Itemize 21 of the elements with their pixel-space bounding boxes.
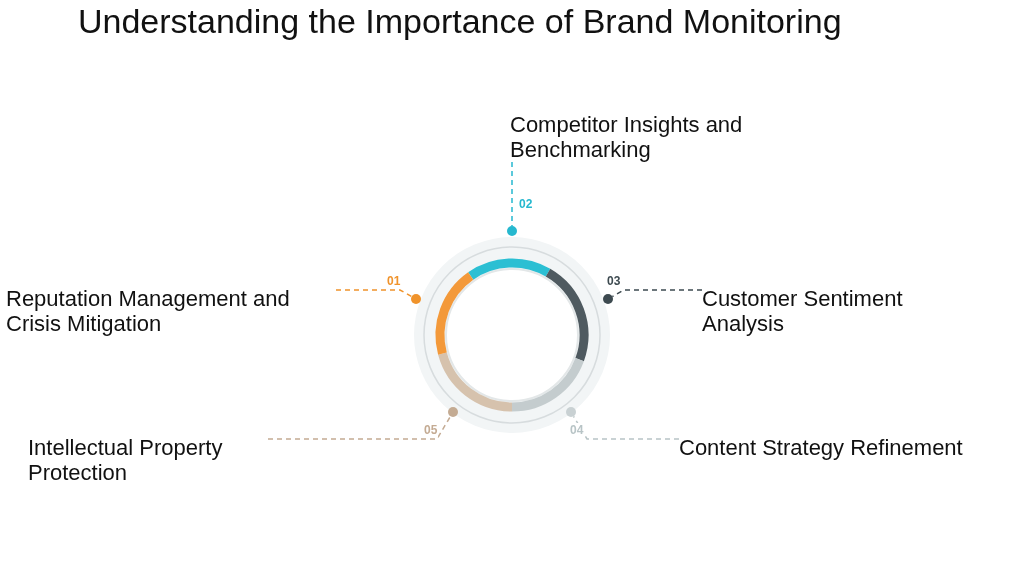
- dot-marker: [603, 294, 613, 304]
- edge-label: 02: [518, 196, 534, 211]
- point-label: Customer Sentiment Analysis: [702, 286, 942, 336]
- edge-label: 04: [569, 423, 585, 437]
- dot-marker: [411, 294, 421, 304]
- edge-label: 05: [423, 423, 439, 437]
- leader-line: [335, 289, 413, 298]
- edge-label: 01: [386, 274, 402, 288]
- title: Understanding the Importance of Brand Monitoring: [78, 2, 842, 41]
- leader-line: [611, 289, 703, 298]
- point-label: Reputation Management and Crisis Mitigation: [6, 286, 336, 336]
- leader-line: [511, 161, 513, 227]
- dot-marker: [507, 226, 517, 236]
- edge-label: 03: [606, 274, 622, 288]
- leader-line: [267, 415, 452, 440]
- point-label: Intellectual Property Protection: [28, 435, 268, 485]
- point-label: Content Strategy Refinement: [679, 435, 963, 460]
- point-label: Competitor Insights and Benchmarking: [510, 112, 780, 162]
- dot-marker: [566, 407, 576, 417]
- leader-line: [572, 415, 680, 440]
- dot-marker: [448, 407, 458, 417]
